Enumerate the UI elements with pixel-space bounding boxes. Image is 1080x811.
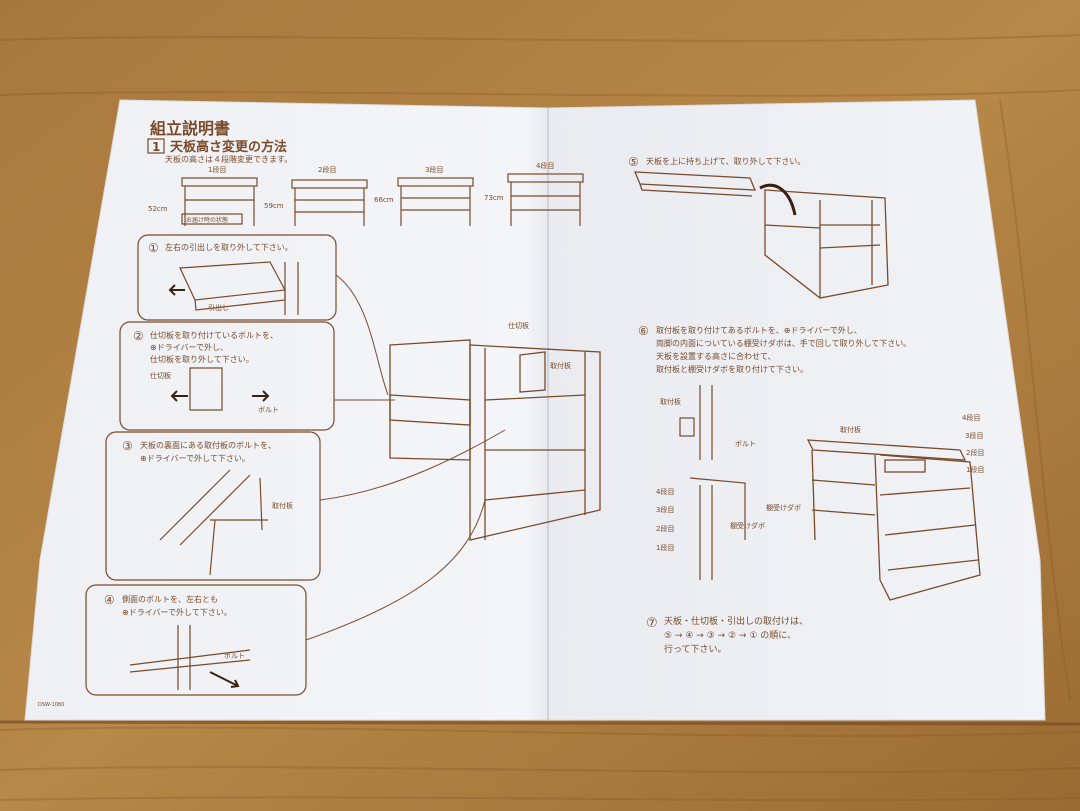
height-value-2: 59cm	[264, 202, 284, 210]
step6-left-level-4: 4段目	[656, 487, 674, 496]
arrow-left-icon	[170, 390, 188, 402]
step2-line2: ⊕ドライバーで外し、	[150, 342, 228, 352]
center-label-partition: 仕切板	[508, 321, 529, 330]
step7-number: ⑦	[646, 616, 658, 631]
step5-number: ⑤	[628, 155, 639, 169]
height-level-1: 1段目	[208, 165, 226, 174]
height-value-3: 66cm	[374, 196, 394, 204]
step1-drawer-drawing	[179, 261, 299, 315]
step2-box	[119, 321, 335, 431]
step4-number: ④	[104, 593, 115, 607]
step1-box	[137, 234, 337, 321]
step2-line1: 仕切板を取り付けているボルトを、	[150, 330, 278, 340]
callout-lines	[305, 274, 506, 641]
step6-detail-drawing	[679, 385, 746, 580]
step6-right-level-3: 3段目	[965, 431, 983, 440]
height-value-4: 73cm	[484, 194, 504, 202]
center-desk-drawing	[389, 339, 601, 541]
step5-desk-drawing	[634, 171, 889, 299]
section-number-box	[147, 138, 165, 154]
section-title: 天板高さ変更の方法	[170, 139, 287, 155]
step5-line1: 天板を上に持ち上げて、取り外して下さい。	[646, 156, 805, 166]
height-diagram-1	[181, 177, 258, 226]
step6-label-bolt: ボルト	[735, 440, 756, 448]
height-diagram-2	[291, 179, 368, 226]
step7-line1: 天板・仕切板・引出しの取付けは、	[664, 615, 808, 627]
arrow-left-icon	[168, 284, 185, 296]
step6-number: ⑥	[638, 324, 649, 338]
step6-line2: 両脚の内面についている棚受けダボは、手で回して取り外して下さい。	[656, 338, 911, 348]
step6-right-level-1: 1段目	[966, 465, 984, 474]
table-seam	[0, 720, 1080, 726]
height-level-2: 2段目	[318, 165, 336, 174]
step2-number: ②	[133, 329, 144, 343]
step6-desk-drawing	[806, 439, 981, 601]
step6-left-level-1: 1段目	[656, 543, 674, 552]
step6-line1: 取付板を取り付けてあるボルトを、⊕ドライバーで外し、	[656, 325, 862, 335]
step6-label-dowel-right: 棚受けダボ	[766, 503, 801, 512]
step1-label-drawer: 引出し	[208, 303, 229, 312]
step6-right-level-2: 2段目	[966, 448, 984, 457]
step4-side-drawing	[129, 625, 251, 690]
step3-line2: ⊕ドライバーで外して下さい。	[140, 453, 250, 463]
height-value-1: 52cm	[148, 205, 168, 213]
section-subtitle: 天板の高さは４段階変更できます。	[165, 154, 292, 164]
height-note-1: お届け時の状態	[186, 216, 228, 224]
curved-arrow-icon	[759, 183, 797, 216]
height-level-3: 3段目	[425, 165, 443, 174]
step6-line4: 取付板と棚受けダボを取り付けて下さい。	[656, 364, 808, 374]
model-code: DSW-1080	[38, 702, 64, 708]
step3-line1: 天板の裏面にある取付板のボルトを、	[140, 440, 276, 450]
step3-number: ③	[122, 439, 133, 453]
step3-mount-drawing	[159, 469, 268, 576]
arrow-right-icon	[252, 390, 270, 402]
step2-line3: 仕切板を取り外して下さい。	[150, 354, 254, 364]
step1-number: ①	[148, 241, 159, 255]
step4-line1: 側面のボルトを、左右とも	[122, 594, 218, 604]
instruction-sheet	[24, 99, 1046, 721]
step6-left-level-2: 2段目	[656, 524, 674, 533]
wood-grain	[0, 34, 1080, 802]
step6-left-level-3: 3段目	[656, 505, 674, 514]
height-level-4: 4段目	[536, 161, 554, 170]
step6-right-level-4: 4段目	[962, 413, 980, 422]
step4-line2: ⊕ドライバーで外して下さい。	[122, 607, 232, 617]
height-diagram-3	[397, 177, 474, 226]
step2-partition-drawing	[189, 367, 223, 411]
step2-label-bolt: ボルト	[258, 406, 279, 414]
step4-label-bolt: ボルト	[224, 652, 245, 660]
step2-label-partition: 仕切板	[150, 371, 171, 380]
height-diagram-4	[507, 173, 584, 226]
sheet-title: 組立説明書	[150, 119, 230, 138]
step7-line2: ⑤ → ④ → ③ → ② → ① の順に、	[664, 630, 796, 641]
step6-label-dowel: 棚受けダボ	[730, 521, 765, 530]
step6-line3: 天板を設置する高さに合わせて、	[656, 351, 776, 361]
step1-line1: 左右の引出しを取り外して下さい。	[165, 242, 293, 252]
step7-line3: 行って下さい。	[664, 643, 727, 655]
step3-label-mount: 取付板	[272, 501, 293, 510]
step6-label-mount-right: 取付板	[840, 425, 861, 434]
center-label-mount: 取付板	[550, 361, 571, 370]
step3-box	[105, 431, 321, 581]
arrow-down-right-icon	[209, 671, 240, 688]
step6-label-mount: 取付板	[660, 397, 681, 406]
section-number: 1	[152, 140, 160, 154]
